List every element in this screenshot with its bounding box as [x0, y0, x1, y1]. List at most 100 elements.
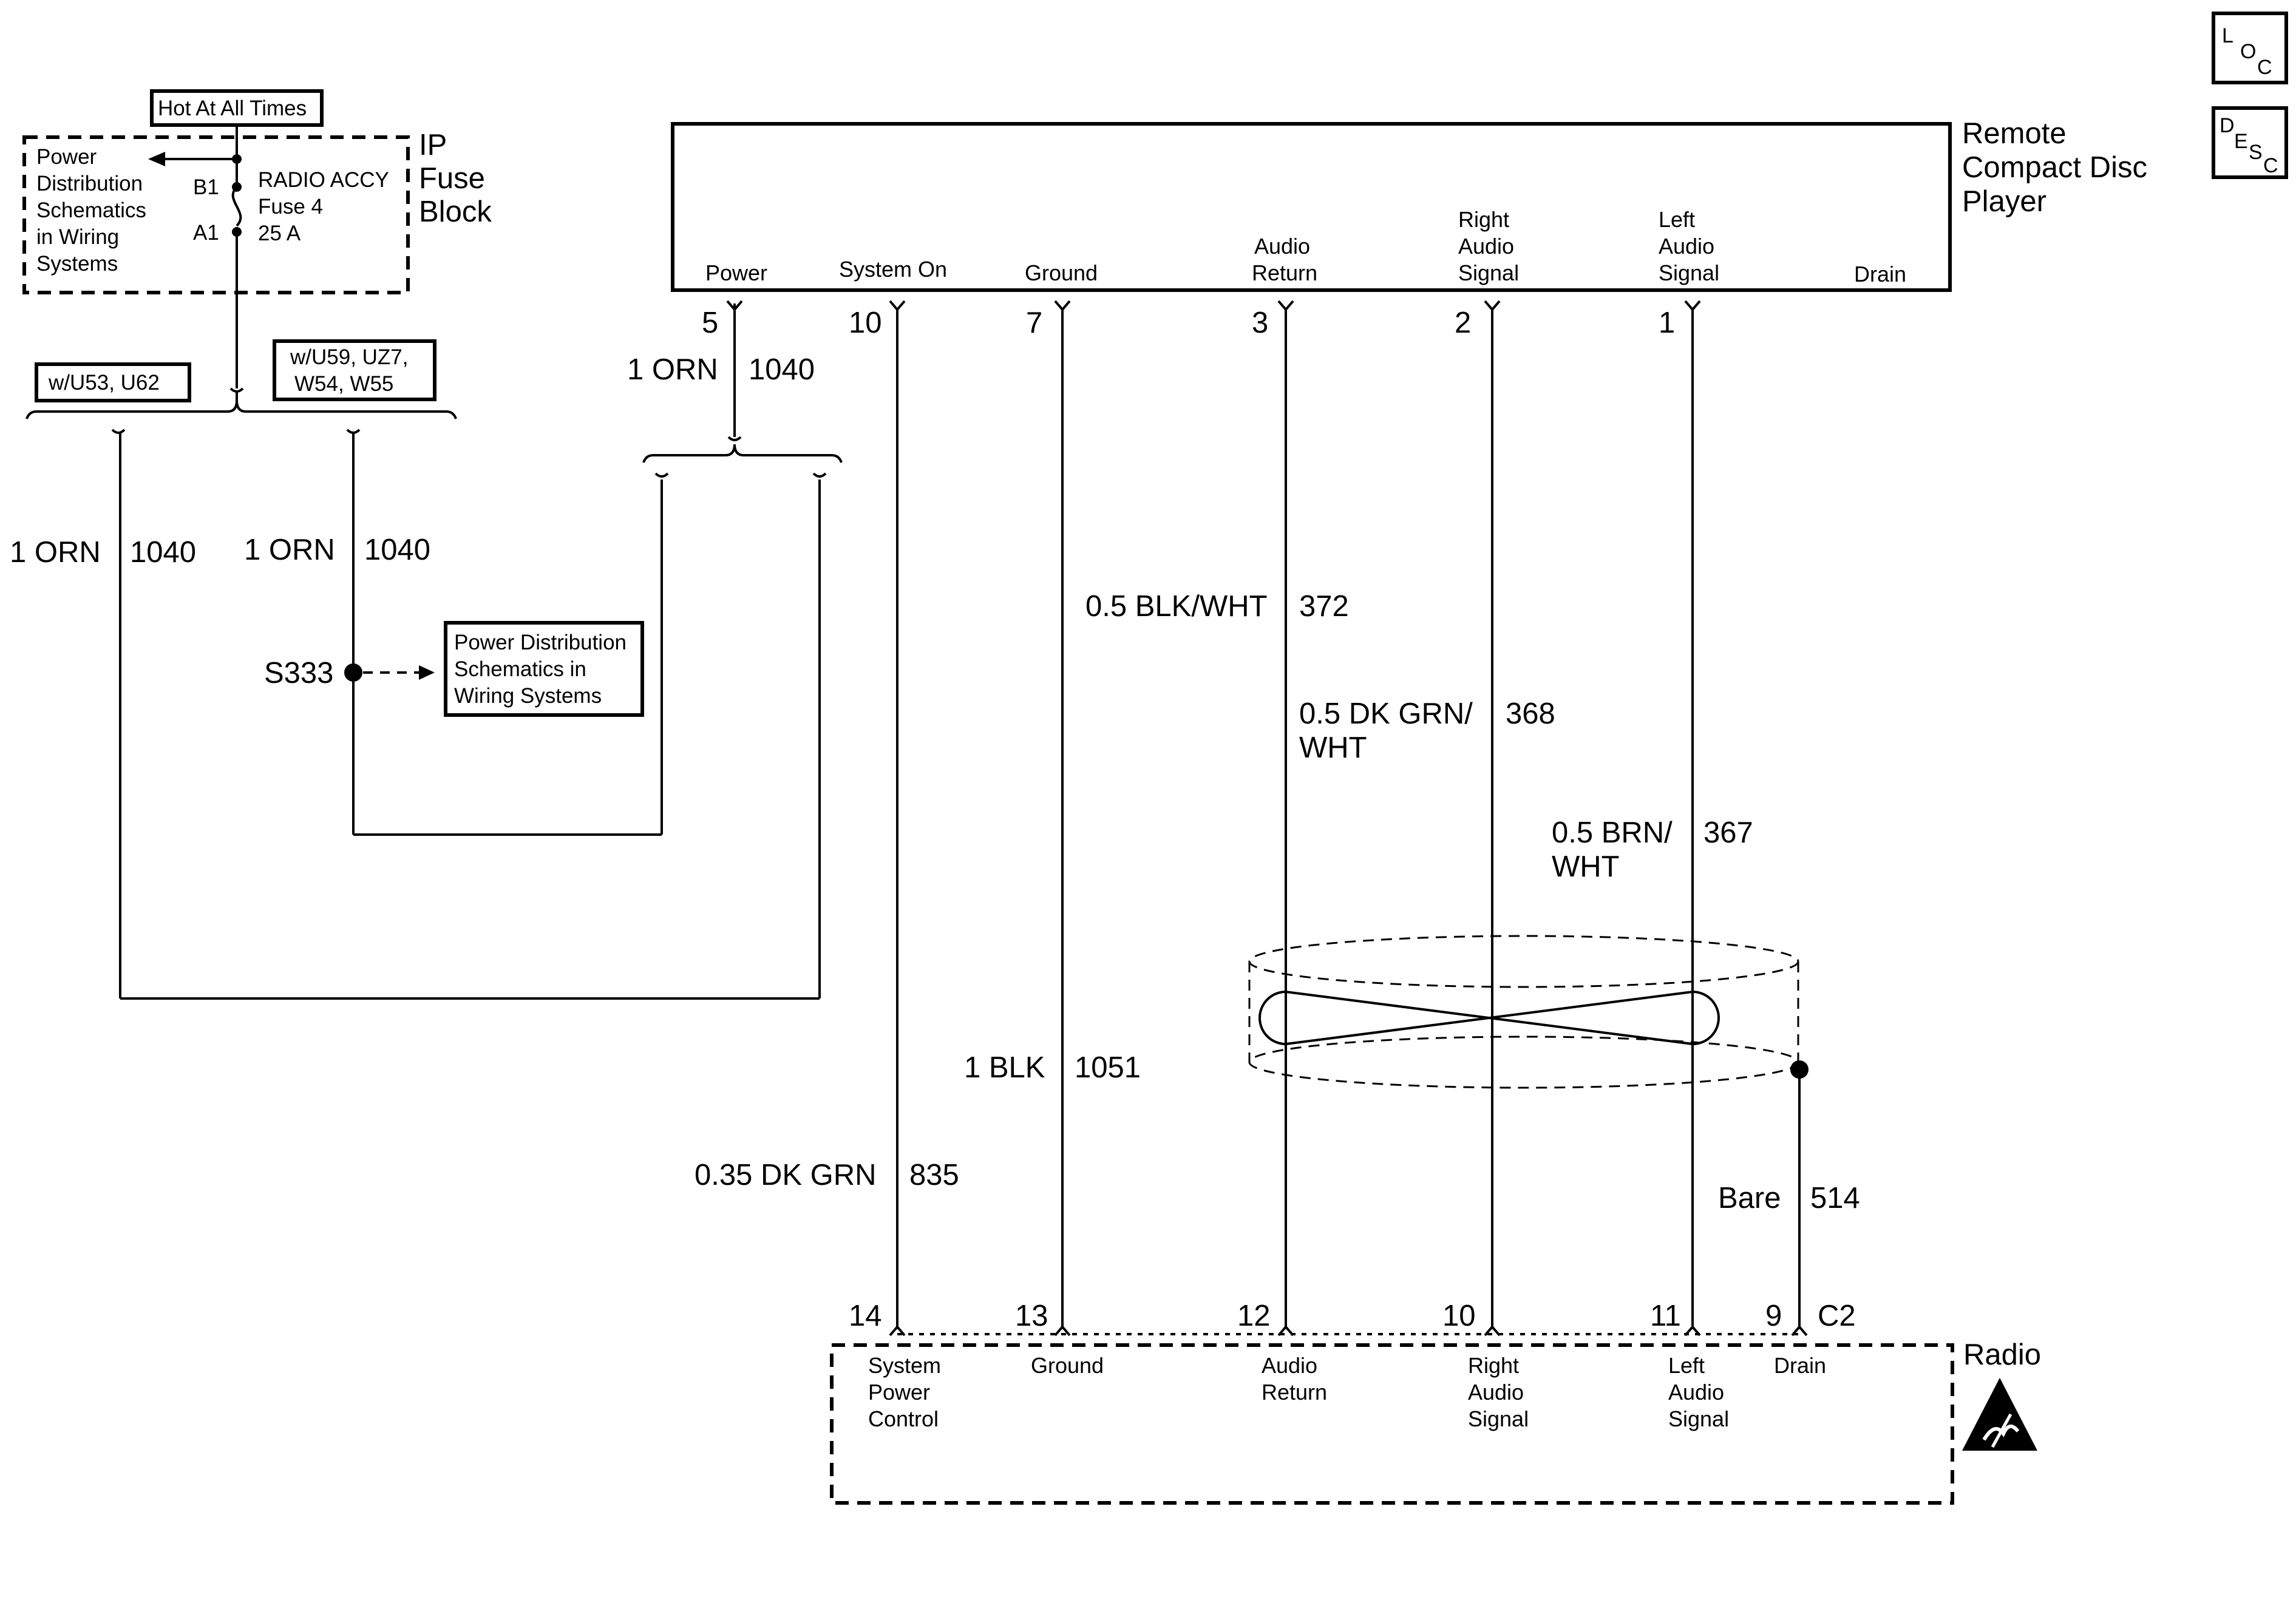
hot-at-all-times-box: Hot At All Times — [150, 89, 324, 127]
svg-text:A1: A1 — [193, 221, 219, 245]
svg-text:Audio: Audio — [1468, 1380, 1524, 1405]
svg-text:1 ORN: 1 ORN — [10, 536, 101, 569]
wire-label-514: Bare 514 — [1718, 1182, 1860, 1215]
loc-icon[interactable]: L O C — [2212, 12, 2288, 84]
svg-text:Schematics: Schematics — [36, 198, 146, 222]
cd-pin-num-5: 5 — [702, 307, 718, 339]
svg-text:1040: 1040 — [749, 353, 815, 386]
arrow-right-icon — [419, 665, 435, 680]
svg-text:S333: S333 — [264, 657, 333, 690]
drain-splice — [1790, 1060, 1809, 1079]
svg-text:w/U53, U62: w/U53, U62 — [48, 371, 160, 395]
wire-label-1051: 1 BLK 1051 — [964, 1051, 1141, 1084]
radio-pin-label-left-audio: Left Audio Signal — [1668, 1353, 1729, 1431]
cd-pin-label-left-audio: Left Audio Signal — [1659, 207, 1719, 285]
svg-text:Fuse: Fuse — [419, 162, 485, 195]
wire-1040-cd-power: 1 ORN 1040 — [627, 303, 843, 478]
svg-text:1 ORN: 1 ORN — [244, 534, 335, 566]
svg-text:S: S — [2249, 141, 2263, 164]
radio-pin-num-11: 11 — [1650, 1300, 1681, 1332]
wire-label-835: 0.35 DK GRN 835 — [695, 1159, 959, 1192]
radio-pin-num-13: 13 — [1015, 1300, 1048, 1332]
svg-text:W54, W55: W54, W55 — [294, 372, 393, 396]
radio-pin-num-9: 9 — [1765, 1300, 1782, 1332]
svg-text:Audio: Audio — [1254, 234, 1310, 259]
svg-text:C: C — [2263, 154, 2278, 177]
cd-pin-num-2: 2 — [1455, 307, 1471, 339]
radio-pin-num-10: 10 — [1442, 1300, 1476, 1332]
svg-text:O: O — [2240, 40, 2256, 63]
wire-label-368: 0.5 DK GRN/ WHT 368 — [1299, 697, 1555, 764]
svg-text:Compact Disc: Compact Disc — [1962, 151, 2147, 184]
svg-text:System: System — [868, 1353, 941, 1378]
svg-text:Schematics in: Schematics in — [454, 657, 586, 681]
radio-pin-label-right-audio: Right Audio Signal — [1468, 1353, 1529, 1431]
svg-text:Power: Power — [36, 145, 97, 169]
splice-s333[interactable]: S333 — [264, 657, 435, 690]
radio-pin-terminals — [889, 1324, 1808, 1337]
svg-text:Bare: Bare — [1718, 1182, 1781, 1215]
svg-text:RADIO ACCY: RADIO ACCY — [258, 168, 389, 192]
power-distribution-ref-top[interactable]: Power Distribution Schematics in Wiring … — [36, 145, 146, 276]
svg-text:Systems: Systems — [36, 252, 118, 276]
svg-text:Audio: Audio — [1458, 234, 1514, 259]
svg-text:D: D — [2220, 114, 2235, 137]
svg-text:Audio: Audio — [1668, 1380, 1724, 1405]
cd-pin-label-ground: Ground — [1025, 260, 1098, 285]
option-box-u59-uz7: w/U59, UZ7, W54, W55 — [273, 339, 436, 401]
cd-pin-num-10: 10 — [849, 307, 882, 339]
arrow-left-icon — [148, 152, 165, 166]
desc-icon[interactable]: D E S C — [2212, 106, 2288, 179]
svg-text:Audio: Audio — [1659, 234, 1714, 259]
svg-text:B1: B1 — [193, 175, 219, 199]
svg-text:w/U59, UZ7,: w/U59, UZ7, — [290, 345, 409, 369]
svg-text:Remote: Remote — [1962, 117, 2067, 150]
svg-text:368: 368 — [1506, 697, 1555, 730]
svg-text:0.5 BLK/WHT: 0.5 BLK/WHT — [1085, 590, 1268, 623]
ip-fuse-block: IP Fuse Block — [22, 129, 492, 294]
svg-text:Return: Return — [1262, 1380, 1327, 1405]
svg-text:Left: Left — [1659, 207, 1695, 232]
power-distribution-ref-splice[interactable]: Power Distribution Schematics in Wiring … — [444, 621, 644, 717]
svg-text:Power: Power — [868, 1380, 930, 1405]
svg-text:E: E — [2234, 130, 2248, 153]
svg-text:Power Distribution: Power Distribution — [454, 631, 627, 654]
svg-text:Signal: Signal — [1668, 1406, 1729, 1431]
svg-text:Radio: Radio — [1963, 1338, 2041, 1371]
svg-text:514: 514 — [1810, 1182, 1860, 1215]
cd-pin-label-audio-return: Audio Return — [1252, 234, 1317, 285]
svg-text:0.5 DK GRN/: 0.5 DK GRN/ — [1299, 697, 1473, 730]
svg-text:1040: 1040 — [130, 536, 196, 569]
svg-text:1051: 1051 — [1075, 1051, 1141, 1084]
svg-text:IP: IP — [419, 129, 447, 161]
cd-pin-label-power: Power — [705, 260, 767, 285]
svg-text:Left: Left — [1668, 1353, 1705, 1378]
svg-text:Hot At All Times: Hot At All Times — [158, 97, 307, 120]
svg-text:C: C — [2257, 56, 2272, 79]
svg-text:L: L — [2222, 24, 2233, 47]
svg-text:Right: Right — [1468, 1353, 1519, 1378]
esd-warning-icon — [1962, 1378, 2037, 1451]
connector-c2: C2 — [1818, 1300, 1856, 1332]
svg-text:0.5 BRN/: 0.5 BRN/ — [1552, 816, 1673, 849]
radio-pin-label-drain: Drain — [1774, 1353, 1826, 1378]
svg-text:Signal: Signal — [1468, 1406, 1529, 1431]
cd-pin-num-1: 1 — [1659, 307, 1675, 339]
svg-text:in Wiring: in Wiring — [36, 225, 119, 249]
cd-pin-label-right-audio: Right Audio Signal — [1458, 207, 1519, 285]
radio-pin-label-ground: Ground — [1031, 1353, 1104, 1378]
svg-text:Right: Right — [1458, 207, 1509, 232]
radio-pin-label-system-power-control: System Power Control — [868, 1353, 941, 1431]
wire-label-372: 0.5 BLK/WHT 372 — [1085, 590, 1349, 623]
radio: Radio — [830, 1338, 2041, 1505]
cd-pin-label-system-on: System On — [839, 257, 947, 282]
remote-cd-player: Remote Compact Disc Player — [671, 117, 2147, 292]
fuse-4: B1 A1 RADIO ACCY Fuse 4 25 A — [148, 137, 389, 293]
svg-text:Return: Return — [1252, 260, 1317, 285]
cable-shield — [1248, 935, 1809, 1089]
cd-pin-label-drain: Drain — [1854, 262, 1906, 286]
svg-text:367: 367 — [1703, 816, 1753, 849]
svg-text:Audio: Audio — [1262, 1353, 1317, 1378]
svg-text:Wiring Systems: Wiring Systems — [454, 684, 602, 708]
